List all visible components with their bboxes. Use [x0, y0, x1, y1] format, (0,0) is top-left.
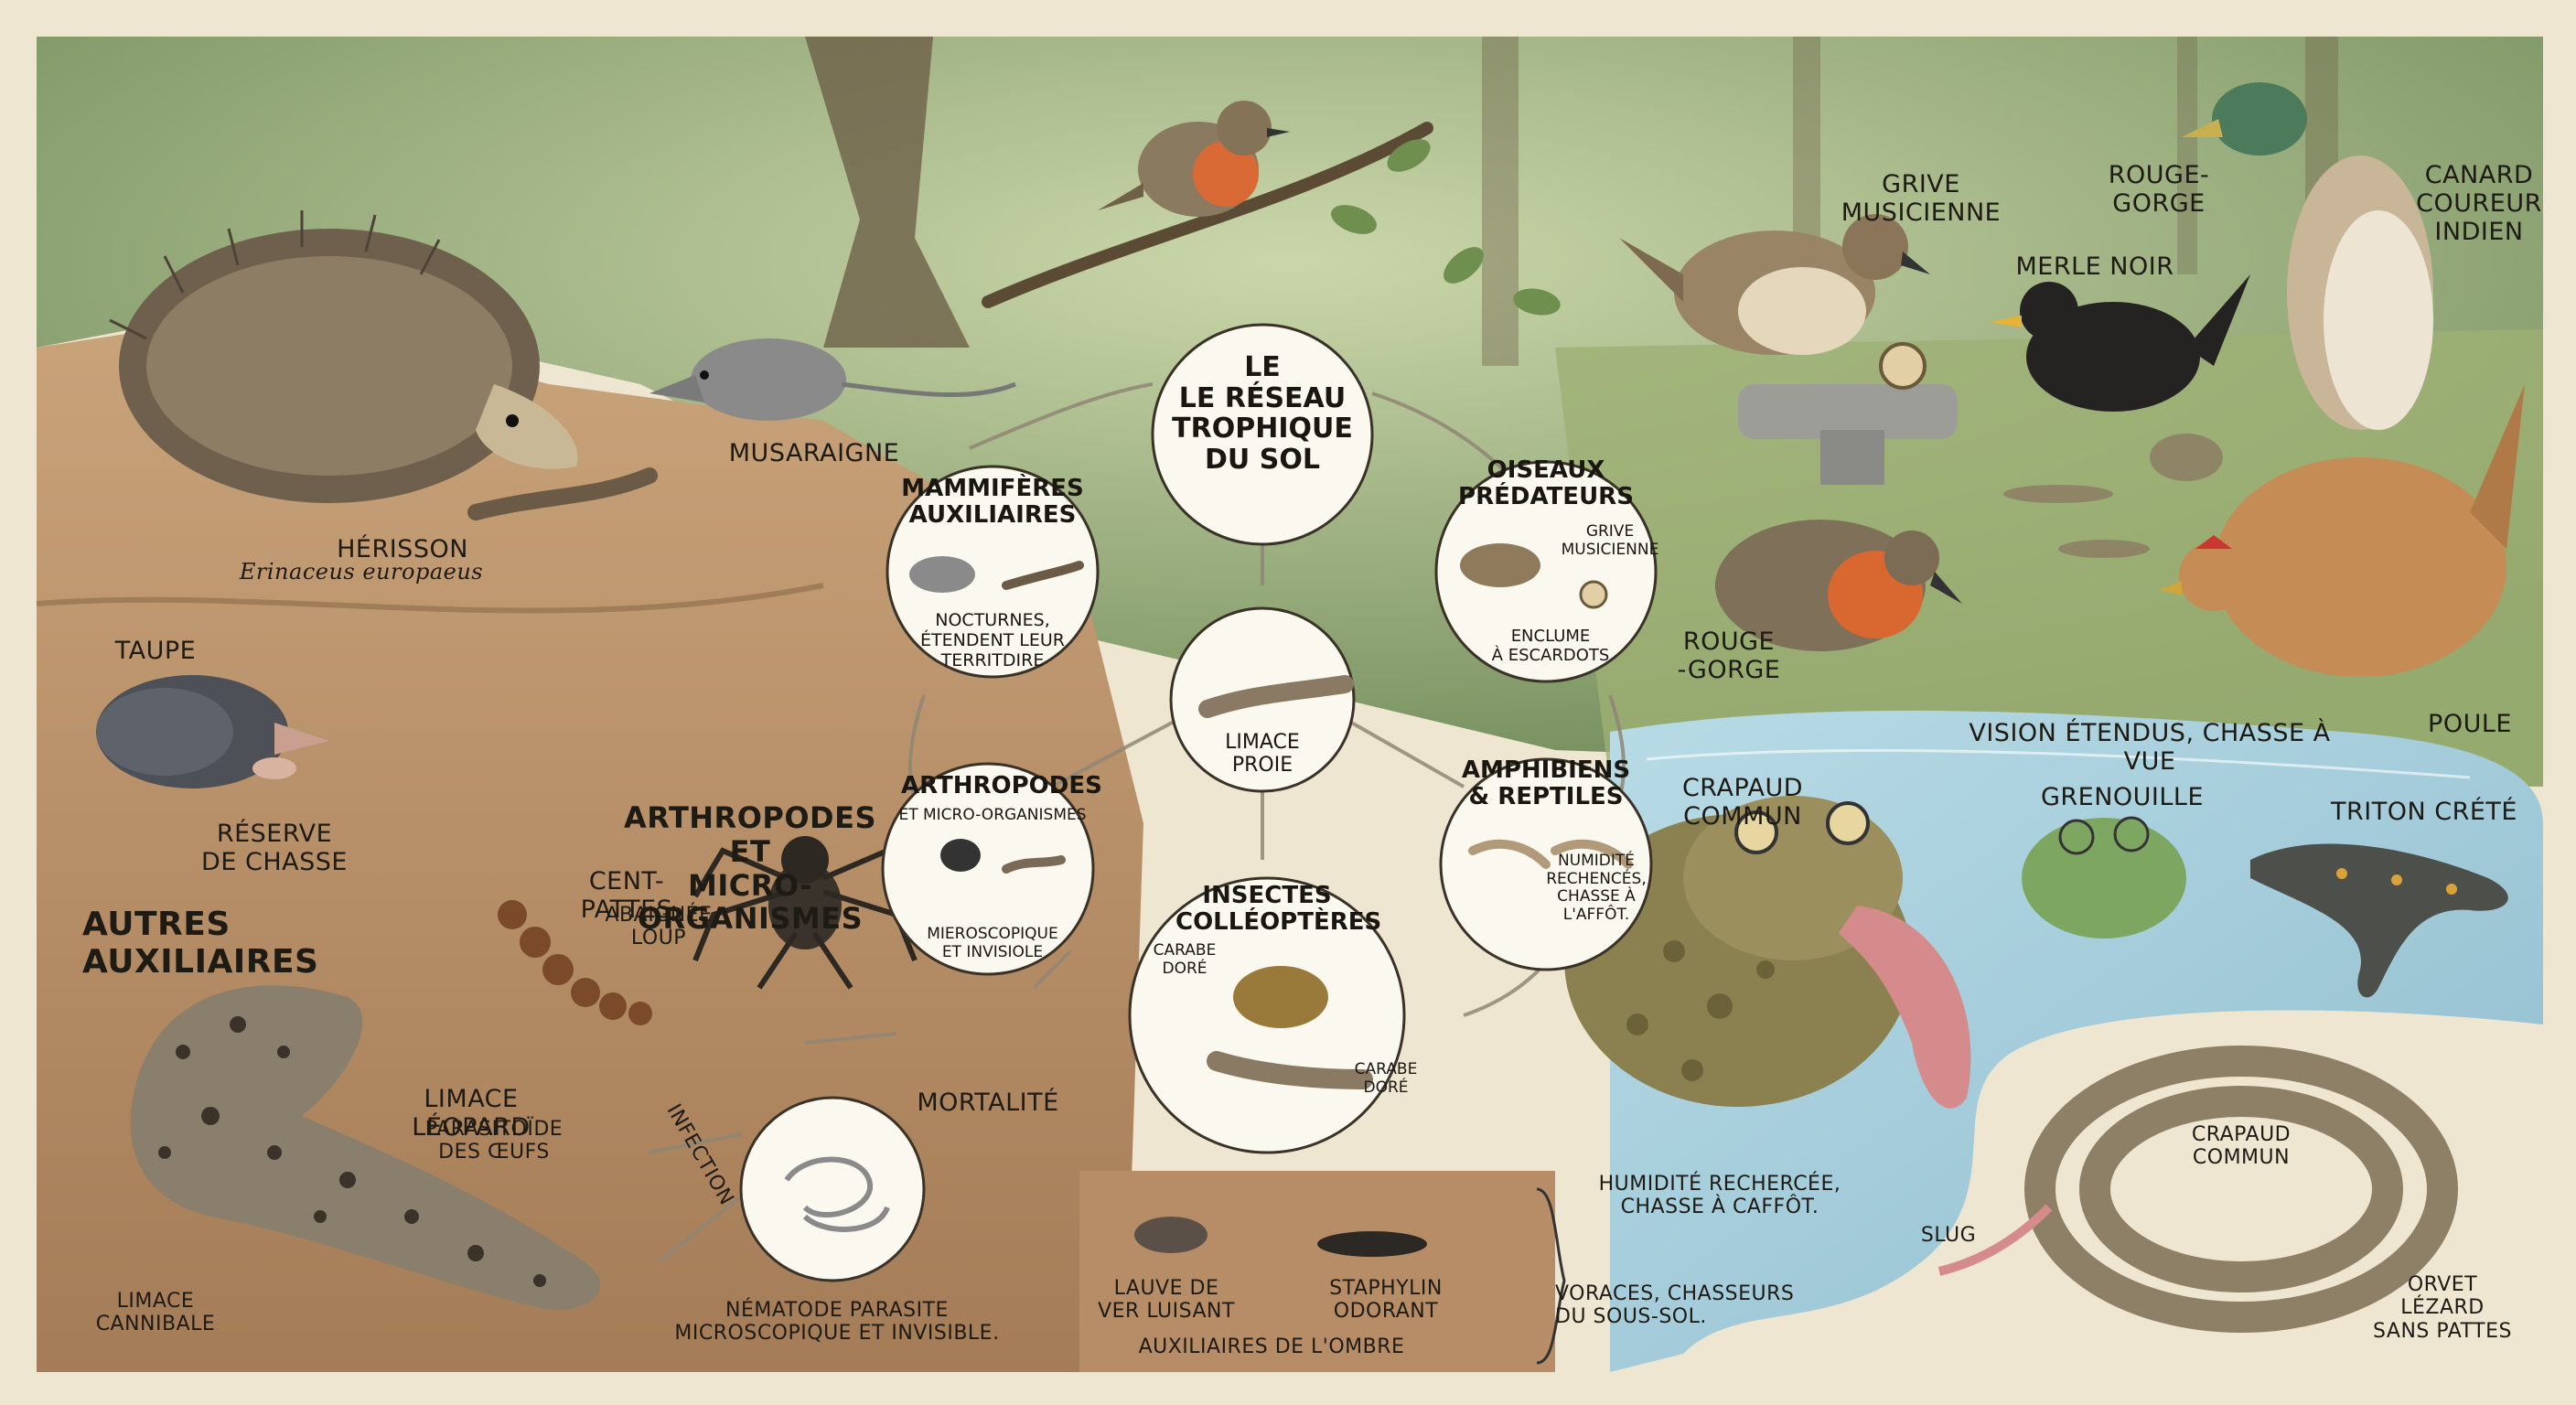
label-triton: TRITON CRÉTÉ: [2331, 798, 2517, 826]
slow-worm: [2024, 1046, 2458, 1333]
mole: [96, 675, 329, 788]
label-reserve: RÉSERVE DE CHASSE: [201, 820, 348, 877]
great-crested-newt: [2250, 843, 2508, 998]
label-nematode: NÉMATODE PARASITE MICROSCOPIQUE ET INVIS…: [674, 1299, 1000, 1346]
mammals-hub-note: NOCTURNES, ÉTENDENT LEUR TERRITDIRE: [919, 610, 1066, 670]
hub-nematode: [739, 1096, 926, 1282]
label-herisson-latin: Erinaceus europaeus: [239, 559, 484, 585]
label-lauve: LAUVE DE VER LUISANT: [1098, 1277, 1235, 1324]
slug-hedgehog: [467, 467, 658, 520]
meadow: [1555, 329, 2543, 787]
mammals-hub-title: MAMMIFÈRES AUXILIAIRES: [901, 475, 1084, 530]
label-araignee: ABAIGNÉE LOUP: [605, 904, 713, 950]
hub-icons: [784, 543, 1633, 1232]
robin-ground: [1715, 520, 1962, 651]
label-orvet: ORVET LÉZARD SANS PATTES: [2373, 1273, 2512, 1343]
label-rouge-gorge-top: ROUGE-GORGE: [2108, 161, 2210, 219]
label-mortalite: MORTALITÉ: [917, 1089, 1059, 1117]
label-taupe: TAUPE: [114, 637, 197, 665]
label-cent-pattes: CENT-PATTES: [580, 867, 673, 925]
label-limace-cannibale: LIMACE CANNIBALE: [95, 1290, 216, 1336]
blackbird: [1990, 274, 2250, 412]
insects-hub-title: INSECTES COLLÉOPTÈRES: [1175, 882, 1382, 937]
arthropods-hub-note: MIEROSCOPIQUE ET INVISIOLE: [927, 925, 1058, 961]
hen: [2159, 384, 2525, 677]
label-vision: VISION ÉTENDUS, CHASSE À VUE: [1969, 719, 2331, 777]
label-merle: MERLE NOIR: [2015, 252, 2174, 281]
label-arthropodes: ARTHROPODES ET MICRO-ORGANISMES: [623, 800, 877, 937]
label-auxiliaires-ombre: AUXILIAIRES DE L'OMBRE: [1138, 1335, 1405, 1358]
amphibians-hub-title: AMPHIBIENS & REPTILES: [1461, 756, 1631, 811]
birds-hub-label: GRIVE MUSICIENNE: [1561, 522, 1659, 559]
label-crapaud-2: CRAPAUD COMMUN: [2191, 1123, 2292, 1170]
label-staphylin: STAPHYLIN ODORANT: [1329, 1277, 1443, 1324]
robin-branch: [1098, 101, 1290, 217]
label-poule: POULE: [2428, 710, 2512, 738]
snail-anvil: [1738, 342, 1958, 485]
center-title: LE LE RÉSEAU TROPHIQUE DU SOL: [1172, 351, 1353, 476]
birds-hub-title: OISEAUX PRÉDATEURS: [1458, 456, 1634, 511]
label-slug: SLUG: [1920, 1224, 1977, 1247]
branch-leaves: [1331, 139, 1561, 316]
shrew: [649, 338, 1016, 421]
label-limace-leopard: LIMACE LÉOPARD: [412, 1085, 531, 1142]
label-canard: CANARD COUREUR INDIEN: [2416, 161, 2542, 247]
label-rouge-gorge: ROUGE -GORGE: [1677, 627, 1781, 685]
hub-birds: [1434, 460, 1658, 683]
birds-hub-note: ENCLUME À ESCARDOTS: [1491, 627, 1610, 665]
prey-label: LIMACE PROIE: [1225, 731, 1300, 777]
label-voraces: VORACES, CHASSEURS DU SOUS-SOL.: [1555, 1282, 1795, 1329]
arthropods-hub-title: ARTHROPODES: [901, 772, 1102, 799]
amphibians-hub-note: NUMIDITÉ RECHENCÉS, CHASSE À L'AFFÔT.: [1546, 852, 1647, 924]
label-humidite: HUMIDITÉ RECHERCÉE, CHASSE À CAFFÔT.: [1598, 1173, 1841, 1219]
hub-mammals: [886, 465, 1100, 679]
arthropods-hub-subtitle: ET MICRO-ORGANISMES: [898, 806, 1087, 824]
glow-worm-larva: [1134, 1217, 1208, 1253]
hub-arthropods: [881, 762, 1095, 976]
insects-hub-left-label: CARABE DORÉ: [1153, 941, 1217, 978]
leopard-slug: [130, 985, 601, 1310]
label-autres-auxiliaires: AUTRES AUXILIAIRES: [82, 906, 319, 981]
label-crapaud: CRAPAUD COMMUN: [1681, 774, 1804, 831]
label-grive: GRIVE MUSICIENNE: [1841, 170, 2002, 228]
song-thrush: [1619, 214, 1930, 355]
indian-runner-duck: [2182, 82, 2433, 430]
label-grenouille: GRENOUILLE: [2040, 783, 2205, 811]
insects-hub-right-label: CARABE DORÉ: [1354, 1060, 1418, 1097]
label-musaraigne: MUSARAIGNE: [728, 439, 900, 467]
centipede: [498, 900, 652, 1025]
rove-beetle: [1317, 1231, 1427, 1257]
label-parasitoide: PARASITOÏDE DES ŒUFS: [424, 1118, 564, 1164]
common-toad: [1564, 796, 1971, 1109]
label-herisson: HÉRISSON: [337, 535, 468, 563]
hedgehog: [109, 210, 578, 503]
branch: [982, 122, 1433, 308]
hub-center-title: [1151, 323, 1374, 546]
soil-bottom: [1079, 1171, 1555, 1372]
frog: [2022, 816, 2186, 938]
